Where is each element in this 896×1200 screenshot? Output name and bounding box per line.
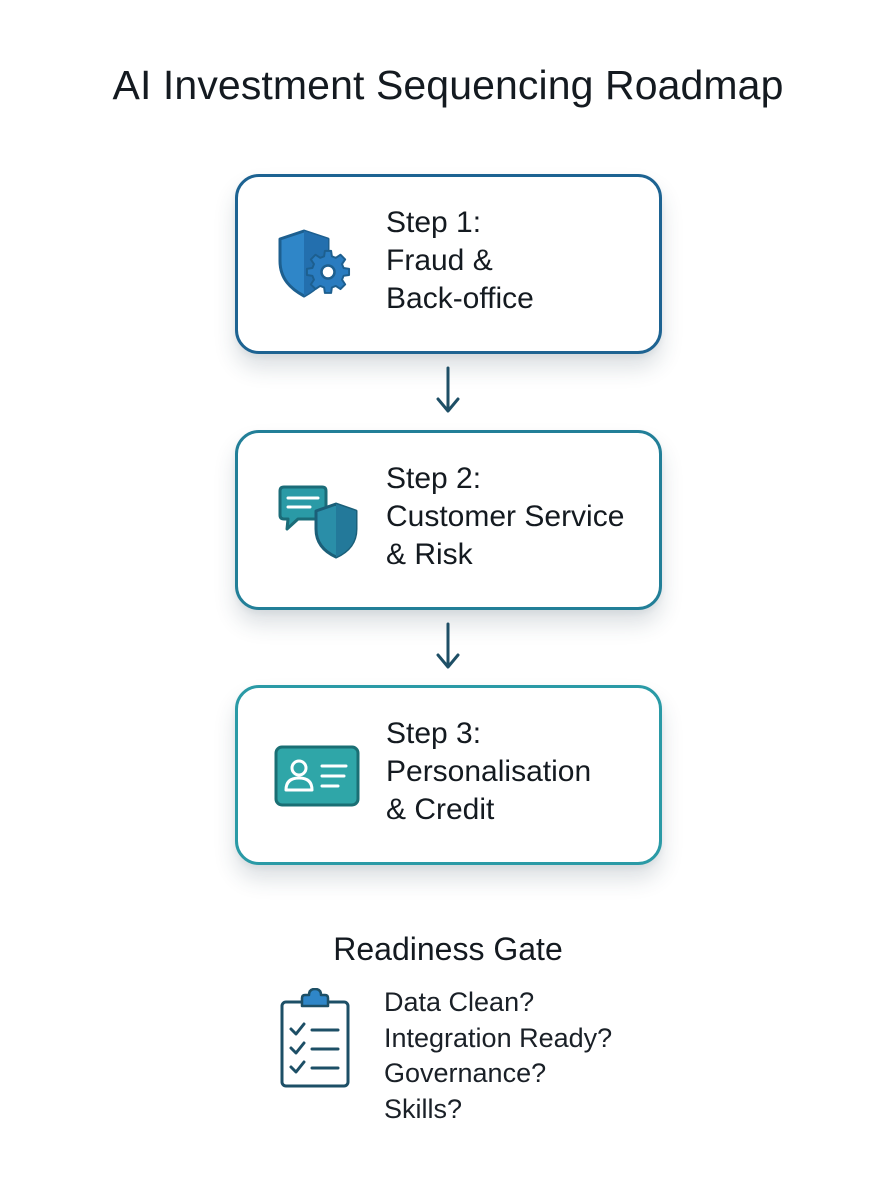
step-1-line-1: Step 1: [386,206,482,239]
step-2-line-1: Step 2: [386,462,482,495]
arrow-down-icon [436,622,460,669]
gate-item: Governance? [384,1058,547,1088]
page-title: AI Investment Sequencing Roadmap [112,62,784,108]
clipboard-checklist-icon [280,988,350,1088]
step-card-1: Step 1: Fraud & Back-office [235,174,662,354]
id-card-icon [274,745,360,807]
step-card-2: Step 2: Customer Service & Risk [235,430,662,610]
readiness-gate-title: Readiness Gate [333,931,563,967]
step-1-line-3: Back-office [386,282,534,315]
step-1-line-2: Fraud & [386,244,493,277]
step-card-3: Step 3: Personalisation & Credit [235,685,662,865]
step-2-line-2: Customer Service [386,500,625,533]
chat-shield-icon [278,485,358,559]
gate-item: Integration Ready? [384,1022,613,1053]
gate-item: Skills? [384,1093,463,1124]
step-3-line-2: Personalisation [386,755,592,788]
step-1-label: Step 1: Fraud & Back-office [386,204,661,318]
step-2-label: Step 2: Customer Service & Risk [386,460,661,574]
step-3-line-1: Step 3: [386,717,482,750]
gate-item: Data Clean? [384,987,535,1017]
step-2-line-3: & Risk [386,538,473,571]
shield-gear-icon [278,229,351,298]
step-3-label: Step 3: Personalisation & Credit [386,715,661,829]
readiness-gate-list: Data Clean? Integration Ready? Governanc… [384,985,612,1127]
step-3-line-3: & Credit [386,793,495,826]
arrow-down-icon [436,366,460,413]
